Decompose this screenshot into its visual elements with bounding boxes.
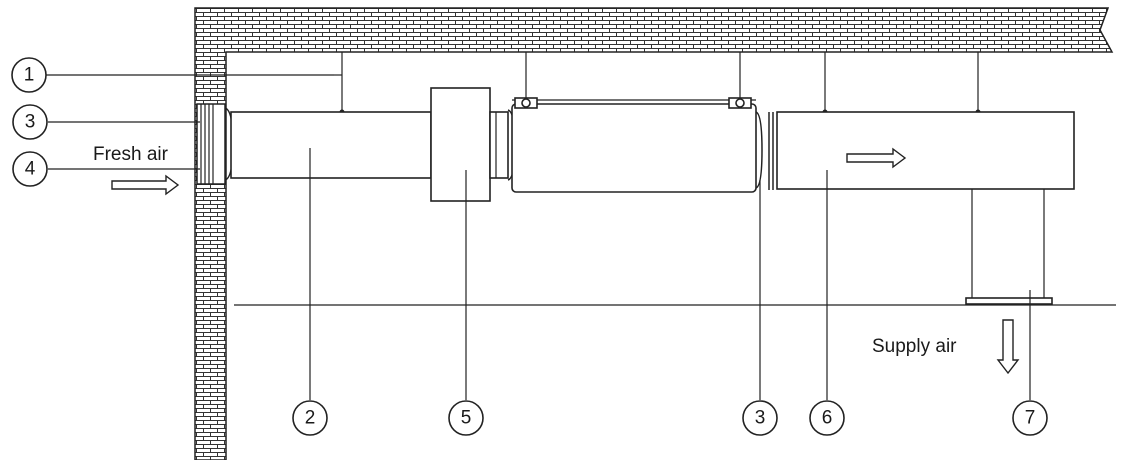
duct-6	[776, 111, 1075, 190]
svg-text:6: 6	[822, 408, 833, 429]
svg-text:7: 7	[1025, 408, 1036, 429]
callout-5: 5	[448, 400, 484, 436]
callout-2: 2	[292, 400, 328, 436]
svg-text:4: 4	[25, 159, 36, 180]
callout-4: 4	[12, 151, 48, 187]
svg-text:3: 3	[25, 112, 36, 133]
callout-1: 1	[11, 57, 47, 93]
leader-lines	[46, 74, 1031, 400]
fresh-air-label: Fresh air	[93, 144, 169, 165]
hangers	[339, 52, 981, 115]
unit-5	[430, 87, 491, 202]
svg-text:2: 2	[305, 408, 316, 429]
main-unit	[511, 103, 757, 193]
svg-text:3: 3	[755, 408, 766, 429]
svg-text:1: 1	[24, 65, 35, 86]
duct-2	[230, 111, 432, 179]
hollow-arrow-icon	[111, 174, 180, 196]
callout-3-left: 3	[12, 104, 48, 140]
callout-3-right: 3	[742, 400, 778, 436]
hanger-brackets	[514, 97, 752, 109]
callout-7: 7	[1012, 400, 1048, 436]
wall-sleeve	[196, 103, 234, 185]
connector-5	[489, 111, 509, 179]
brick-structure	[194, 7, 1114, 460]
svg-text:5: 5	[461, 408, 472, 429]
hollow-arrow-icon	[996, 319, 1020, 375]
brick-ceiling	[194, 7, 1114, 460]
supply-air-label: Supply air	[872, 336, 957, 357]
callout-6: 6	[809, 400, 845, 436]
hollow-arrow-icon	[846, 147, 907, 169]
diffuser-7	[965, 189, 1053, 305]
flexible-connector-right	[755, 111, 774, 190]
